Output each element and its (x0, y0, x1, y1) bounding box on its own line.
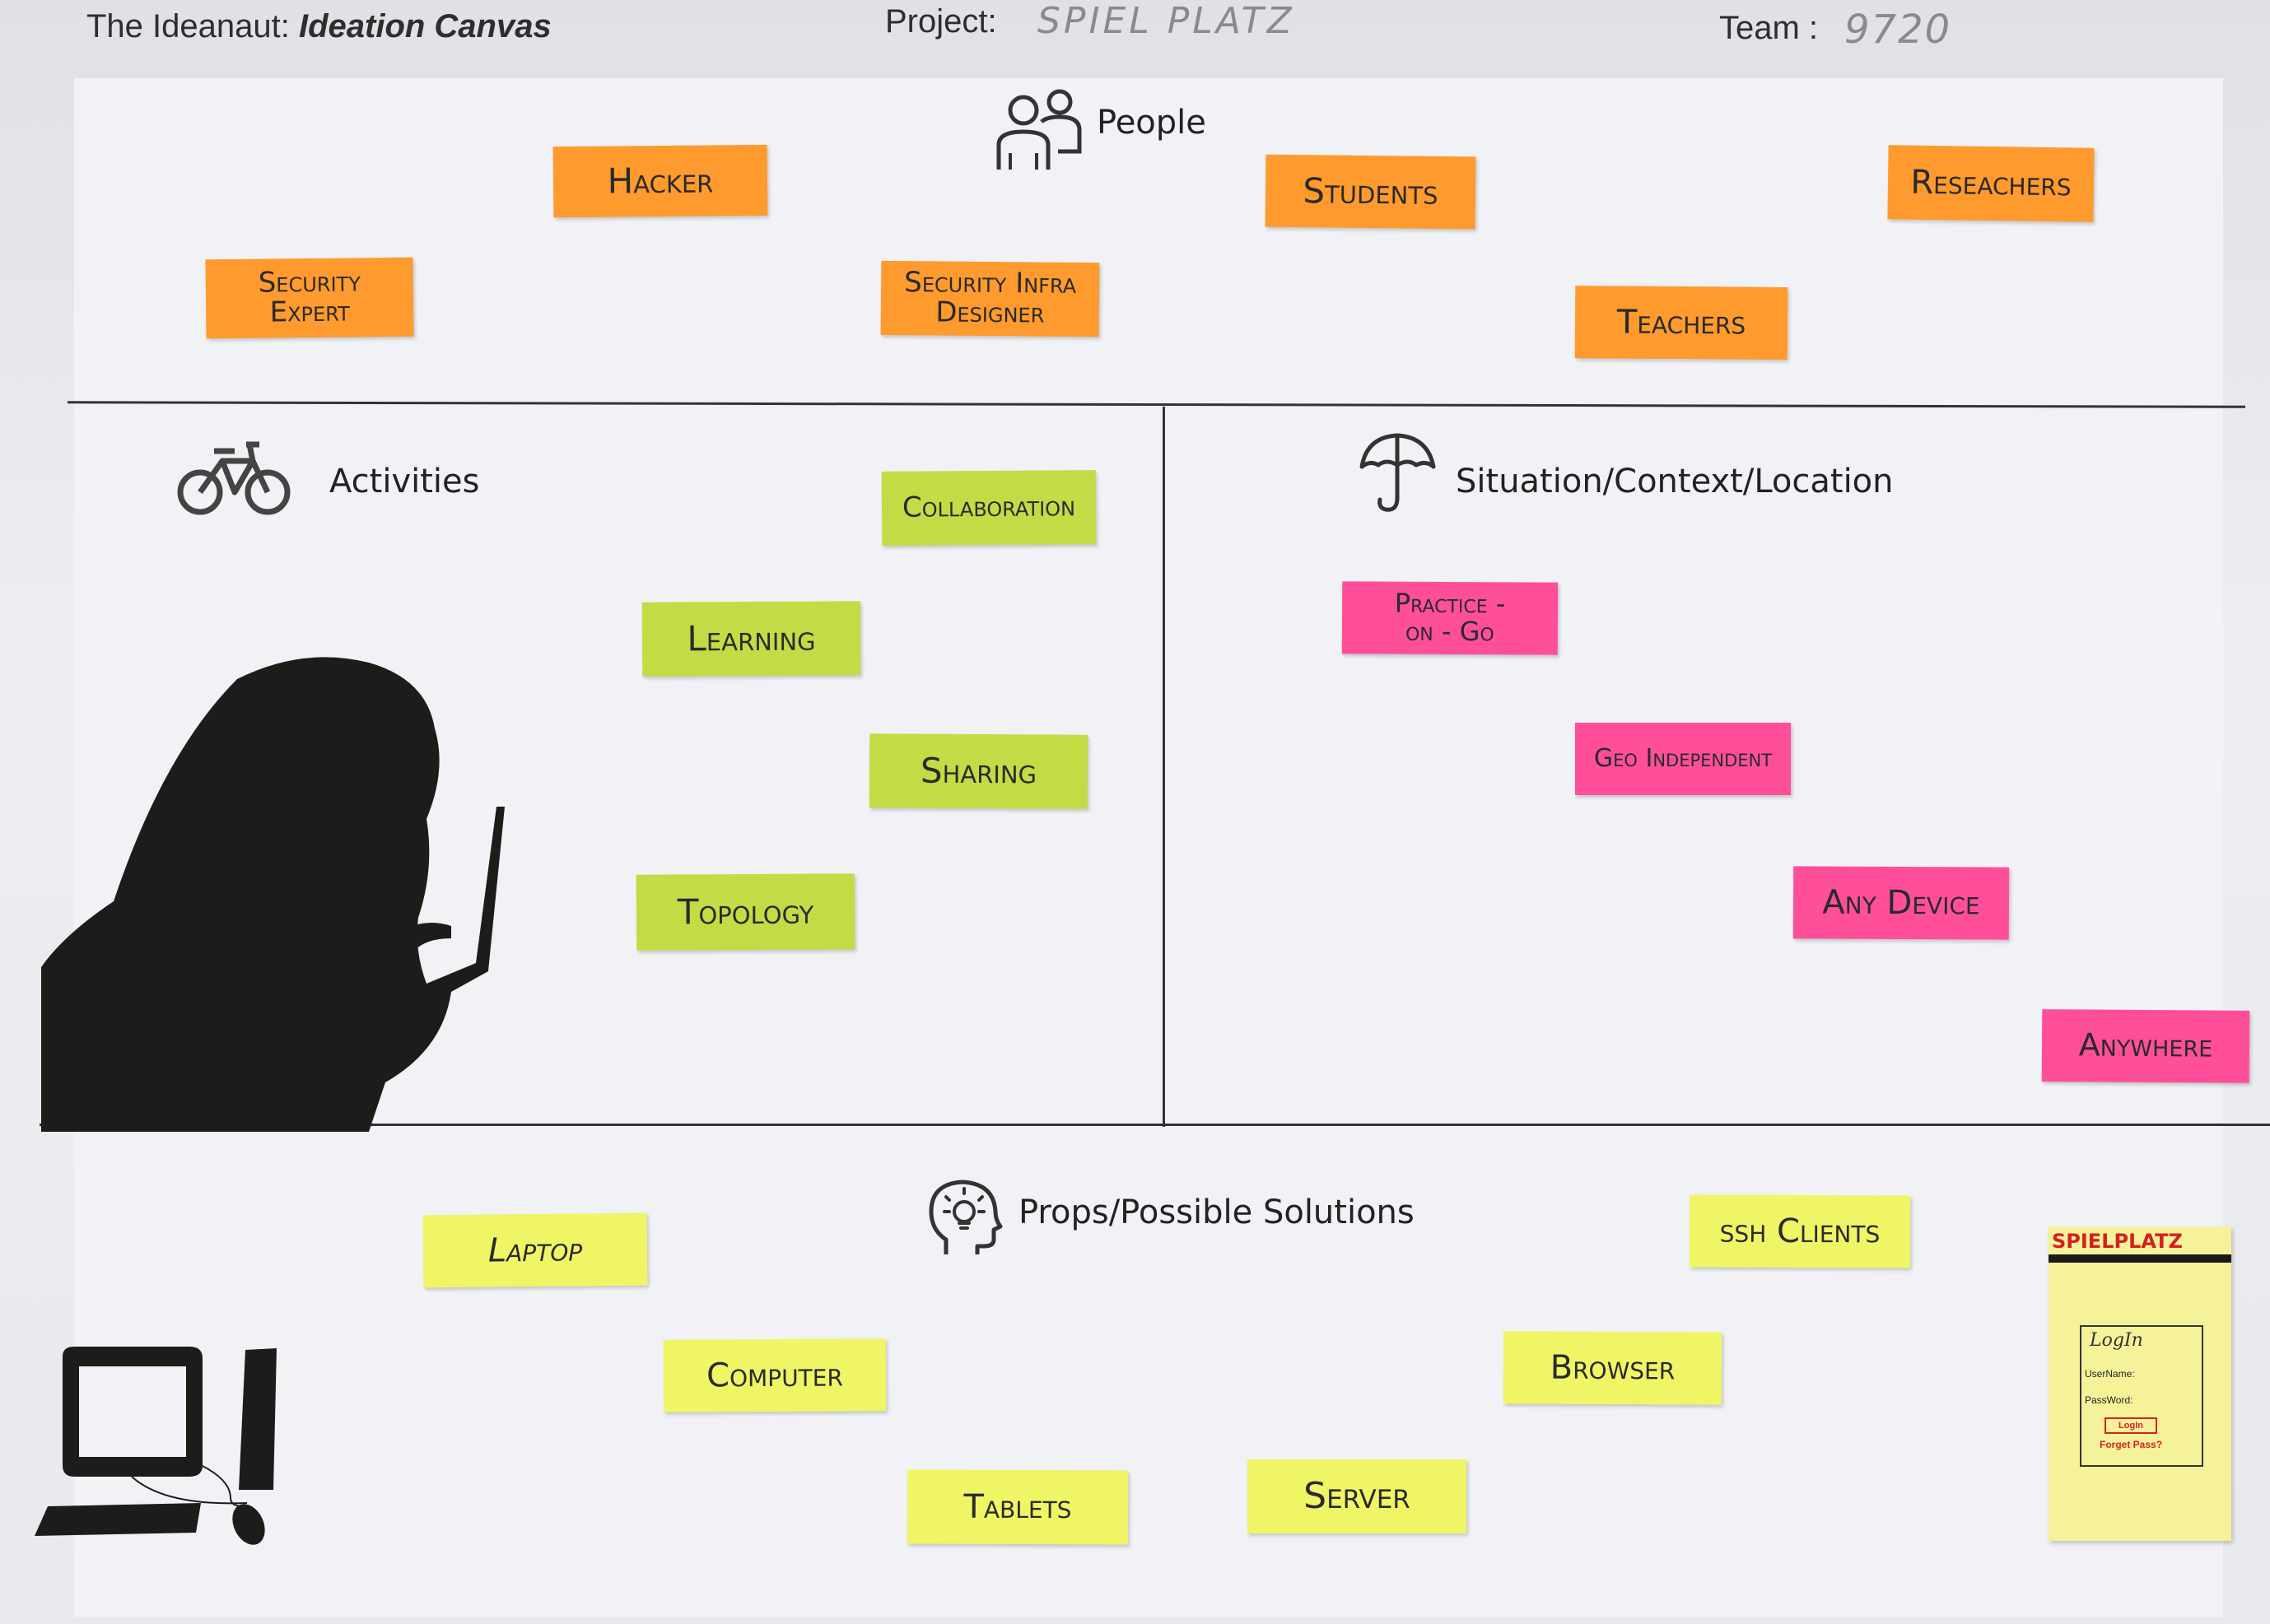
note-security-expert: Security Expert (205, 257, 414, 339)
people-icon (996, 89, 1082, 170)
note-students: Students (1265, 154, 1476, 230)
note-any-device: Any Device (1792, 866, 2010, 940)
note-server: Server (1247, 1459, 1466, 1533)
canvas-title-prefix: The Ideanaut: (86, 8, 299, 44)
mockup-login-heading: LogIn (2090, 1330, 2143, 1351)
note-ssh-clients: ssh Clients (1689, 1194, 1911, 1268)
note-reseachers: Reseachers (1887, 145, 2095, 222)
note-geo-independent: Geo Independent (1575, 723, 1791, 795)
login-mockup-note: SPIELPLATZ LogIn UserName: PassWord: Log… (2049, 1226, 2231, 1541)
situation-title: Situation/Context/Location (1456, 463, 1894, 500)
note-collaboration: Collaboration (881, 470, 1097, 546)
note-learning: Learning (641, 601, 861, 677)
canvas-title: The Ideanaut: Ideation Canvas (86, 8, 552, 45)
project-label: Project: (885, 3, 997, 40)
mockup-title: SPIELPLATZ (2052, 1230, 2183, 1253)
mockup-header-bar (2049, 1254, 2231, 1263)
note-sharing: Sharing (869, 733, 1088, 809)
people-title: People (1097, 104, 1206, 142)
note-hacker: Hacker (552, 144, 768, 218)
mockup-username-label: UserName: (2085, 1368, 2135, 1380)
team-value: 9720 (1844, 7, 1952, 53)
mockup-login-button: LogIn (2105, 1417, 2157, 1434)
bicycle-icon (177, 441, 291, 515)
project-value: SPIEL PLATZ (1037, 0, 1295, 42)
board-area (74, 78, 2223, 1617)
note-teachers: Teachers (1574, 286, 1788, 360)
mockup-login-box: LogIn UserName: PassWord: LogIn Forget P… (2080, 1325, 2203, 1467)
note-computer: Computer (663, 1338, 887, 1412)
divider-props (40, 1124, 2270, 1126)
note-security-infra-designer: Security Infra Designer (880, 260, 1100, 337)
activities-title: Activities (329, 463, 480, 500)
computer-silhouette-icon (35, 1347, 277, 1545)
note-laptop: Laptop (422, 1212, 648, 1288)
mockup-password-label: PassWord: (2085, 1394, 2133, 1406)
note-browser: Browser (1503, 1331, 1722, 1405)
head-lightbulb-icon (929, 1180, 1003, 1254)
props-title: Props/Possible Solutions (1018, 1194, 1415, 1231)
umbrella-icon (1359, 433, 1436, 512)
note-anywhere: Anywhere (2041, 1009, 2250, 1083)
mockup-forgot-link: Forget Pass? (2100, 1439, 2163, 1450)
note-tablets: Tablets (907, 1469, 1129, 1545)
team-label: Team : (1719, 10, 1819, 46)
canvas-title-name: Ideation Canvas (298, 8, 552, 44)
note-topology: Topology (636, 873, 855, 951)
note-practice-on-go: Practice - on - Go (1341, 581, 1559, 655)
divider-activities-situation (1163, 407, 1165, 1127)
hacker-silhouette-icon (41, 657, 505, 1132)
